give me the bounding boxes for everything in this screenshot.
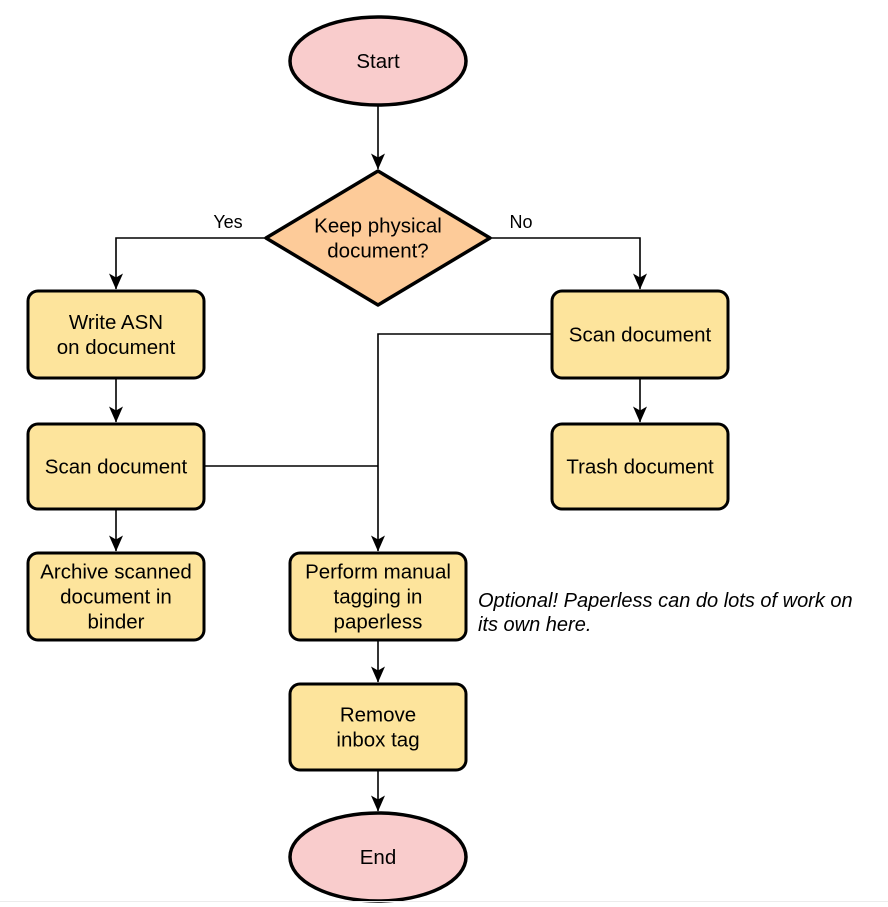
scan-document-right-node-label: Scan document <box>569 323 712 346</box>
scan-document-left-node <box>26 422 206 511</box>
trash-document-node <box>550 422 730 511</box>
archive-in-binder-node <box>26 551 206 642</box>
edge-decision-no-label: No <box>509 212 532 232</box>
edge-decision-no <box>490 237 647 290</box>
start-node <box>288 15 468 107</box>
edge-decision-yes-label: Yes <box>213 212 242 232</box>
remove-inbox-tag-node <box>288 682 468 772</box>
trash-document-node-label: Trash document <box>566 455 714 478</box>
optional-note-line: its own here. <box>478 614 592 636</box>
edge-decision-yes <box>109 237 266 290</box>
write-asn-node <box>26 289 206 380</box>
manual-tagging-node <box>288 551 468 642</box>
scan-document-right-node <box>550 289 730 380</box>
end-node-label: End <box>360 846 396 869</box>
scan-document-left-node-label: Scan document <box>45 455 188 478</box>
canvas-bottom-edge <box>0 901 888 902</box>
keep-physical-decision <box>264 169 492 307</box>
start-node-label: Start <box>356 50 400 73</box>
edge-scanright-to-tagging <box>371 333 552 552</box>
optional-note: Optional! Paperless can do lots of work … <box>478 589 853 637</box>
optional-note-line: Optional! Paperless can do lots of work … <box>478 590 853 612</box>
